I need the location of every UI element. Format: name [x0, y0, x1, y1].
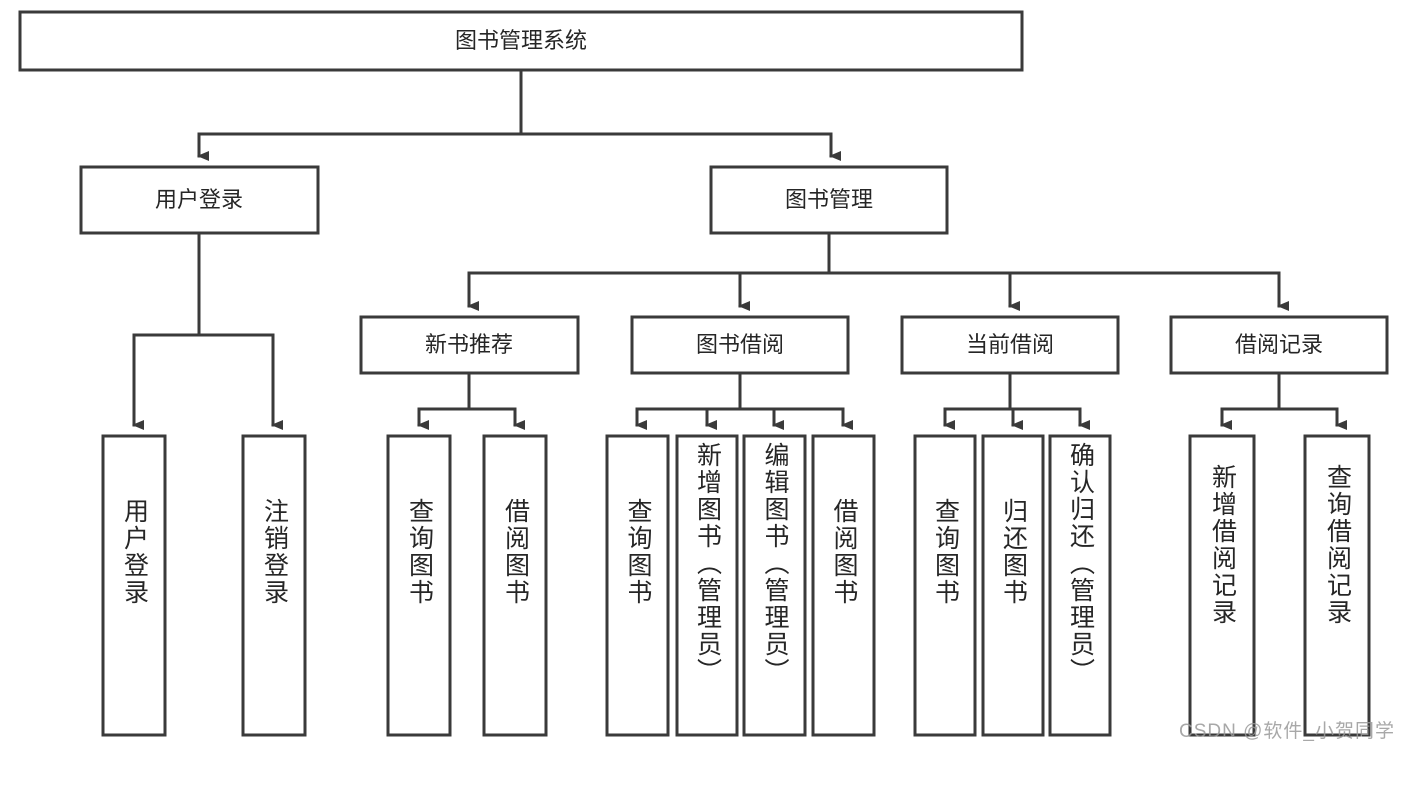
- node-user-login-label: 用户登录: [155, 187, 243, 212]
- node-current-borrowing[interactable]: 当前借阅: [900, 315, 1120, 375]
- connector-current-borrow-to-leaves: [943, 371, 1090, 430]
- node-book-borrowing-label: 图书借阅: [696, 332, 784, 357]
- leaf-box-add-borrow-record[interactable]: [1188, 434, 1256, 737]
- leaf-box-borrow-book[interactable]: [811, 434, 876, 737]
- system-function-tree-diagram: 图书管理系统 用户登录 图书管理 新书推荐 图书借阅 当前借阅 借阅记录: [18, 10, 1395, 742]
- leaf-box-query-books-current[interactable]: [913, 434, 977, 737]
- leaf-box-query-borrow-record[interactable]: [1303, 434, 1371, 737]
- connector-root-to-level2: [197, 68, 841, 161]
- leaf-boxes: [101, 434, 1371, 737]
- node-borrowing-record[interactable]: 借阅记录: [1169, 315, 1389, 375]
- node-borrowing-record-label: 借阅记录: [1235, 332, 1323, 357]
- node-new-book-recommendation[interactable]: 新书推荐: [359, 315, 580, 375]
- leaf-box-user-login[interactable]: [101, 434, 167, 737]
- connector-borrow-record-to-leaves: [1220, 371, 1347, 430]
- node-new-book-recommendation-label: 新书推荐: [425, 332, 513, 357]
- node-book-management-label: 图书管理: [785, 187, 873, 212]
- tree-svg-canvas: 图书管理系统 用户登录 图书管理 新书推荐 图书借阅 当前借阅 借阅记录: [18, 10, 1389, 737]
- leaf-box-edit-book-admin[interactable]: [742, 434, 807, 737]
- leaf-box-confirm-return-admin[interactable]: [1048, 434, 1112, 737]
- connector-book-borrow-to-leaves: [635, 371, 853, 430]
- node-root-label: 图书管理系统: [455, 28, 587, 53]
- connector-user-login-to-leaves: [132, 231, 283, 430]
- leaf-box-query-books-rec[interactable]: [386, 434, 452, 737]
- leaf-box-query-books-borrow[interactable]: [605, 434, 670, 737]
- leaf-box-return-book[interactable]: [981, 434, 1045, 737]
- node-user-login[interactable]: 用户登录: [79, 165, 320, 235]
- connector-new-book-rec-to-leaves: [417, 371, 525, 430]
- leaf-box-add-book-admin[interactable]: [675, 434, 739, 737]
- csdn-watermark: CSDN @软件_小贺同学: [1179, 721, 1395, 742]
- leaf-box-borrow-books-rec[interactable]: [482, 434, 548, 737]
- connector-book-mgmt-to-level3: [467, 231, 1289, 311]
- node-book-borrowing[interactable]: 图书借阅: [630, 315, 850, 375]
- node-book-management[interactable]: 图书管理: [709, 165, 949, 235]
- leaf-box-logout[interactable]: [241, 434, 307, 737]
- node-root-book-management-system[interactable]: 图书管理系统: [18, 10, 1024, 72]
- node-current-borrowing-label: 当前借阅: [966, 332, 1054, 357]
